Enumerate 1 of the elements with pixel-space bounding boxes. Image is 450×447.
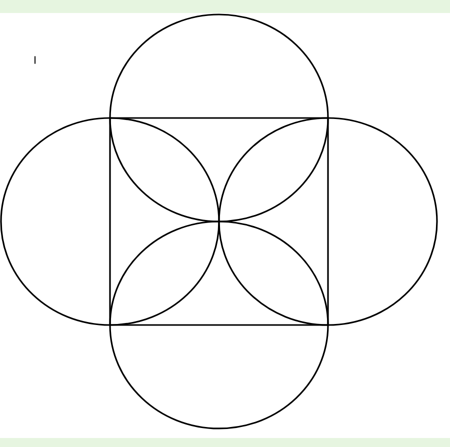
figure-label: I (34, 56, 36, 64)
